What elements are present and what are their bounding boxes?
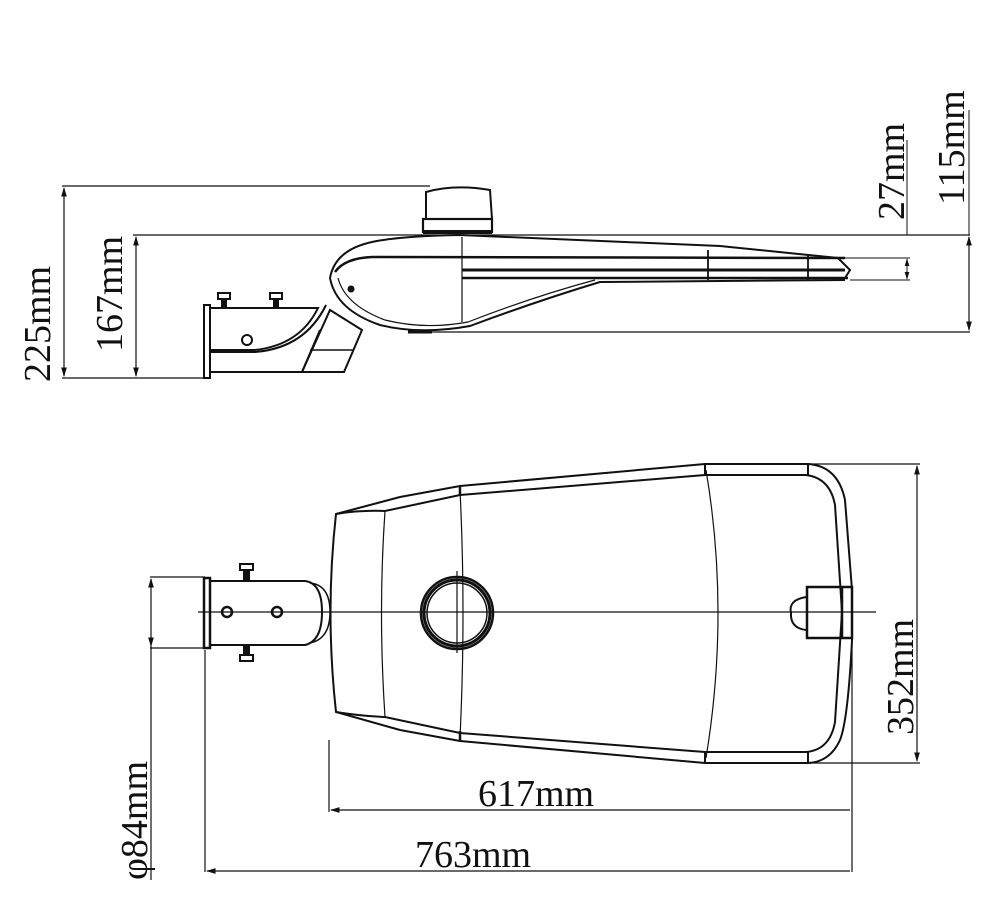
width-label: 352mm — [880, 619, 922, 735]
top-view: 352mm 617mm 763mm φ84mm — [114, 463, 922, 880]
bolt-icon — [239, 654, 254, 662]
bolt-icon — [269, 292, 283, 300]
pole-diameter-label: φ84mm — [114, 761, 156, 880]
sensor-height-label: 115mm — [931, 90, 973, 205]
pole-bracket-side — [203, 292, 364, 379]
overall-height-label: 225mm — [17, 266, 59, 382]
pole-bracket-top — [202, 563, 331, 662]
overall-length-label: 763mm — [415, 834, 531, 876]
photocell-sensor-top — [419, 571, 495, 653]
body-height-label: 167mm — [89, 236, 131, 352]
bolt-icon — [217, 292, 231, 300]
luminaire-body-top — [329, 463, 853, 764]
side-view: 225mm 167mm 27mm 115mm — [17, 90, 973, 382]
body-length-label: 617mm — [478, 773, 594, 815]
end-sensor-housing — [789, 585, 854, 640]
luminaire-body-side — [329, 233, 852, 334]
lens-thickness-label: 27mm — [871, 123, 913, 220]
photocell-sensor-side — [421, 186, 494, 234]
bolt-icon — [239, 563, 254, 571]
